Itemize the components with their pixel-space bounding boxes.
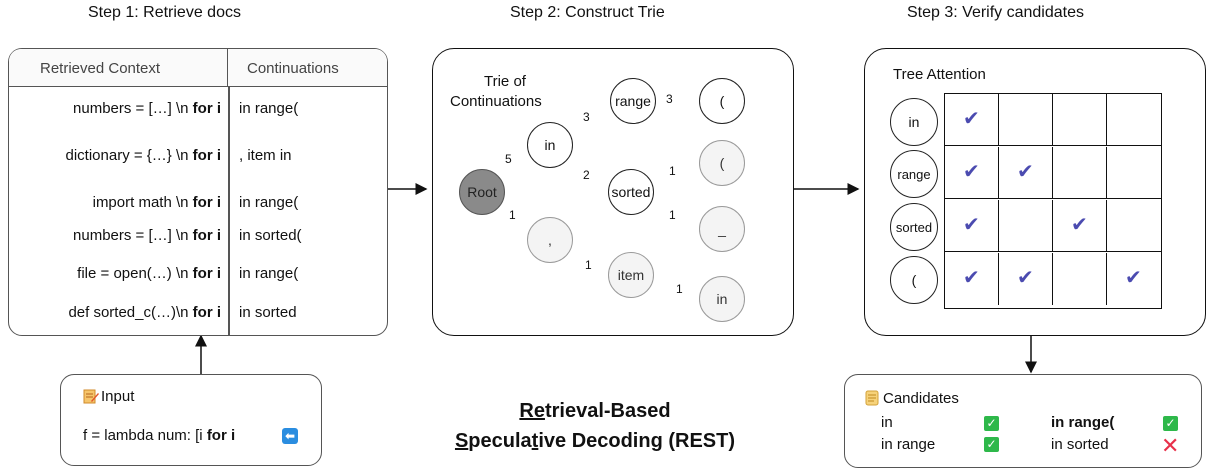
edge-label-in-sorted: 2 bbox=[583, 168, 590, 182]
input-title: Input bbox=[101, 388, 135, 405]
step1-title: Step 1: Retrieve docs bbox=[88, 4, 241, 21]
edit-note-icon bbox=[83, 388, 99, 404]
context-row-6: def sorted_c(…)\n for i bbox=[68, 304, 221, 321]
check-icon: ✔ bbox=[1017, 161, 1034, 183]
trie-node-comma[interactable]: , bbox=[527, 217, 573, 263]
continuation-row-2: , item in bbox=[239, 147, 292, 164]
step3-title: Step 3: Verify candidates bbox=[907, 4, 1084, 21]
attention-cell-r4-c3 bbox=[1053, 253, 1107, 305]
check-icon: ✔ bbox=[963, 214, 980, 236]
trie-node-root[interactable]: Root bbox=[459, 169, 505, 215]
check-icon: ✔ bbox=[1071, 214, 1088, 236]
trie-node-sorted[interactable]: sorted bbox=[608, 169, 654, 215]
attention-row-token-3: sorted bbox=[890, 203, 938, 251]
check-icon: ✔ bbox=[963, 161, 980, 183]
context-row-1: numbers = […] \n for i bbox=[73, 100, 221, 117]
trie-node-paren-1[interactable]: ( bbox=[699, 78, 745, 124]
attention-mask-grid: ✔ ✔ ✔ ✔ ✔ ✔ ✔ ✔ bbox=[944, 93, 1162, 309]
continuations-header: Continuations bbox=[247, 60, 339, 77]
edge-label-in-range: 3 bbox=[583, 110, 590, 124]
context-header-cell bbox=[9, 49, 228, 87]
continuations-header-cell bbox=[228, 49, 387, 87]
input-panel: Input f = lambda num: [i for i ⬅ bbox=[60, 374, 322, 466]
method-title-line2: Speculative Decoding (REST) bbox=[454, 430, 736, 452]
attention-cell-r4-c2: ✔ bbox=[999, 253, 1053, 305]
method-title-line1: Retrieval-Based bbox=[519, 400, 671, 422]
continuation-row-3: in range( bbox=[239, 194, 299, 211]
candidate-3-text: in range bbox=[881, 436, 936, 453]
attention-cell-r3-c1: ✔ bbox=[945, 200, 999, 252]
context-header: Retrieved Context bbox=[40, 60, 161, 77]
attention-cell-r3-c4 bbox=[1107, 200, 1161, 252]
step2-title: Step 2: Construct Trie bbox=[510, 4, 665, 21]
candidates-panel: Candidates in ✓ in range( ✓ in range ✓ i… bbox=[844, 374, 1202, 468]
continuation-row-5: in range( bbox=[239, 265, 299, 282]
attention-cell-r2-c3 bbox=[1053, 147, 1107, 199]
retrieved-docs-table: Retrieved Context Continuations numbers … bbox=[8, 48, 388, 336]
edge-label-range-paren: 3 bbox=[666, 92, 673, 106]
context-row-2: dictionary = {…} \n for i bbox=[65, 147, 222, 164]
column-divider bbox=[228, 87, 230, 335]
check-icon: ✔ bbox=[1125, 267, 1142, 289]
trie-node-in[interactable]: in bbox=[527, 122, 573, 168]
attention-cell-r3-c3: ✔ bbox=[1053, 200, 1107, 252]
attention-cell-r1-c3 bbox=[1053, 94, 1107, 146]
edge-label-item-in: 1 bbox=[676, 282, 683, 296]
return-arrow-icon[interactable]: ⬅ bbox=[282, 428, 298, 444]
input-text[interactable]: f = lambda num: [i for i bbox=[83, 427, 236, 444]
attention-row-token-2: range bbox=[890, 150, 938, 198]
attention-cell-r2-c2: ✔ bbox=[999, 147, 1053, 199]
context-row-4: numbers = […] \n for i bbox=[73, 227, 221, 244]
edge-label-root-in: 5 bbox=[505, 152, 512, 166]
continuation-row-4: in sorted( bbox=[239, 227, 302, 244]
continuation-row-1: in range( bbox=[239, 100, 299, 117]
candidates-title: Candidates bbox=[883, 390, 959, 407]
continuation-row-6: in sorted bbox=[239, 304, 297, 321]
attention-cell-r3-c2 bbox=[999, 200, 1053, 252]
edge-label-comma-item: 1 bbox=[585, 258, 592, 272]
trie-node-range[interactable]: range bbox=[610, 78, 656, 124]
trie-node-item[interactable]: item bbox=[608, 252, 654, 298]
attention-cell-r1-c4 bbox=[1107, 94, 1161, 146]
check-box-icon: ✓ bbox=[984, 416, 999, 431]
attention-cell-r1-c1: ✔ bbox=[945, 94, 999, 146]
attention-cell-r4-c4: ✔ bbox=[1107, 253, 1161, 305]
check-icon: ✔ bbox=[963, 267, 980, 289]
attention-cell-r4-c1: ✔ bbox=[945, 253, 999, 305]
edge-label-sorted-paren: 1 bbox=[669, 164, 676, 178]
trie-title-line1: Trie of bbox=[484, 73, 526, 90]
attention-row-token-1: in bbox=[890, 98, 938, 146]
attention-row-token-4: ( bbox=[890, 256, 938, 304]
scroll-icon bbox=[865, 390, 879, 406]
trie-title-line2: Continuations bbox=[450, 93, 542, 110]
trie-node-in-2[interactable]: in bbox=[699, 276, 745, 322]
candidate-2-text: in range( bbox=[1051, 414, 1115, 431]
context-row-5: file = open(…) \n for i bbox=[77, 265, 221, 282]
context-row-3: import math \n for i bbox=[92, 194, 221, 211]
check-icon: ✔ bbox=[963, 108, 980, 130]
cross-mark-icon: ✕ bbox=[1161, 433, 1180, 458]
attention-cell-r2-c1: ✔ bbox=[945, 147, 999, 199]
tree-attention-title: Tree Attention bbox=[893, 66, 986, 83]
edge-label-sorted-underscore: 1 bbox=[669, 208, 676, 222]
check-icon: ✔ bbox=[1017, 267, 1034, 289]
candidate-1-text: in bbox=[881, 414, 893, 431]
trie-node-underscore[interactable]: _ bbox=[699, 206, 745, 252]
edge-label-root-comma: 1 bbox=[509, 208, 516, 222]
check-box-icon: ✓ bbox=[1163, 416, 1178, 431]
attention-cell-r2-c4 bbox=[1107, 147, 1161, 199]
trie-node-paren-2[interactable]: ( bbox=[699, 140, 745, 186]
check-box-icon: ✓ bbox=[984, 437, 999, 452]
candidate-4-text: in sorted bbox=[1051, 436, 1109, 453]
attention-cell-r1-c2 bbox=[999, 94, 1053, 146]
